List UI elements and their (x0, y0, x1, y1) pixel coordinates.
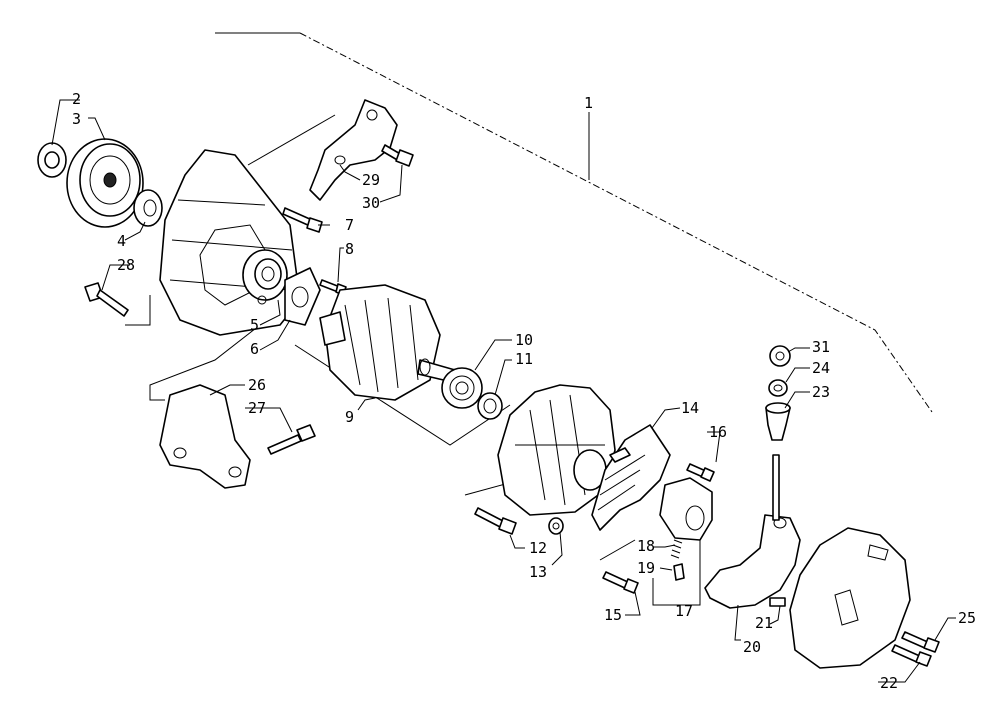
callout-16: 16 (709, 423, 727, 441)
callout-21: 21 (755, 614, 773, 632)
callout-12: 12 (529, 539, 547, 557)
callout-27: 27 (248, 399, 266, 417)
part-nut-13 (548, 517, 564, 535)
part-bracket-26 (159, 384, 251, 489)
part-bearing-cover (477, 392, 503, 420)
callout-6: 6 (250, 340, 259, 358)
part-rear-housing (497, 384, 616, 516)
callout-5: 5 (250, 316, 259, 334)
callout-10: 10 (515, 331, 533, 349)
callout-labels: 1 2 3 4 5 6 7 8 9 10 11 12 13 14 15 16 1… (72, 90, 976, 692)
callout-25: 25 (958, 609, 976, 627)
part-front-housing (159, 149, 301, 336)
callout-30: 30 (362, 194, 380, 212)
callout-22: 22 (880, 674, 898, 692)
part-brush (673, 563, 685, 581)
callout-28: 28 (117, 256, 135, 274)
part-rear-cover (789, 527, 911, 669)
callout-18: 18 (637, 537, 655, 555)
part-terminal-stud (772, 454, 780, 521)
part-nut-31 (769, 345, 791, 367)
callout-17: 17 (675, 602, 693, 620)
part-brush-holder (659, 477, 713, 541)
callout-8: 8 (345, 240, 354, 258)
callout-2: 2 (72, 90, 81, 108)
part-bolt-25 (901, 631, 940, 653)
part-insulator-23 (765, 402, 791, 441)
part-rectifier (591, 424, 671, 531)
callout-11: 11 (515, 350, 533, 368)
part-front-bearing (257, 295, 267, 305)
callout-29: 29 (362, 171, 380, 189)
part-bolt-27 (267, 424, 316, 455)
part-nut (37, 142, 67, 178)
callout-20: 20 (743, 638, 761, 656)
callout-4: 4 (117, 232, 126, 250)
part-screw-15 (602, 571, 639, 594)
callout-9: 9 (345, 408, 354, 426)
part-pulley (66, 138, 144, 228)
callout-1: 1 (584, 94, 593, 112)
callout-23: 23 (812, 383, 830, 401)
part-terminal-bracket (704, 514, 801, 609)
callout-13: 13 (529, 563, 547, 581)
part-bolt-28 (84, 282, 129, 317)
part-screw-21 (769, 597, 786, 607)
callout-24: 24 (812, 359, 830, 377)
part-screw-16 (686, 463, 715, 482)
callout-19: 19 (637, 559, 655, 577)
callout-7: 7 (345, 216, 354, 234)
part-bolt-12 (474, 507, 517, 535)
part-bracket-29 (309, 99, 398, 201)
callout-31: 31 (812, 338, 830, 356)
part-spacer (133, 189, 163, 227)
callout-3: 3 (72, 110, 81, 128)
part-stud-bolt-7 (282, 207, 323, 233)
callout-15: 15 (604, 606, 622, 624)
leader-lines (51, 99, 956, 683)
callout-14: 14 (681, 399, 699, 417)
part-spring (670, 539, 683, 559)
part-bearing (441, 367, 483, 409)
part-bolt-30 (381, 144, 414, 167)
callout-26: 26 (248, 376, 266, 394)
part-washer-24 (768, 379, 788, 397)
part-retainer-plate (284, 267, 321, 326)
part-rotor (319, 284, 456, 401)
